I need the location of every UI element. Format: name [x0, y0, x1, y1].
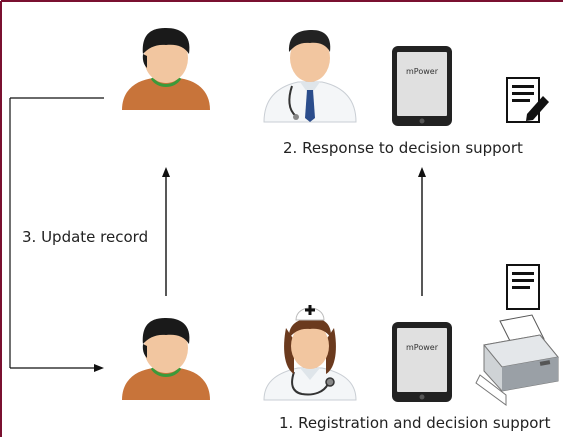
- up-arrow-left: [162, 167, 170, 296]
- update-label: 3. Update record: [22, 228, 148, 246]
- document-edit-icon: [506, 77, 549, 123]
- patient-icon: [122, 318, 210, 400]
- doctor-icon: [263, 30, 357, 123]
- tablet-label: mPower: [406, 343, 439, 352]
- registration-label: 1. Registration and decision support: [279, 414, 551, 432]
- response-label: 2. Response to decision support: [283, 139, 523, 157]
- update-bracket: [9, 97, 104, 369]
- nurse-icon: [263, 305, 357, 401]
- patient-icon: [122, 28, 210, 110]
- tablet-icon: mPower: [392, 46, 452, 126]
- tablet-label: mPower: [406, 67, 439, 76]
- printer-icon: [475, 314, 559, 406]
- update-arrowhead: [94, 364, 104, 372]
- tablet-icon: mPower: [392, 322, 452, 402]
- up-arrow-right: [418, 167, 426, 296]
- document-icon: [506, 264, 540, 310]
